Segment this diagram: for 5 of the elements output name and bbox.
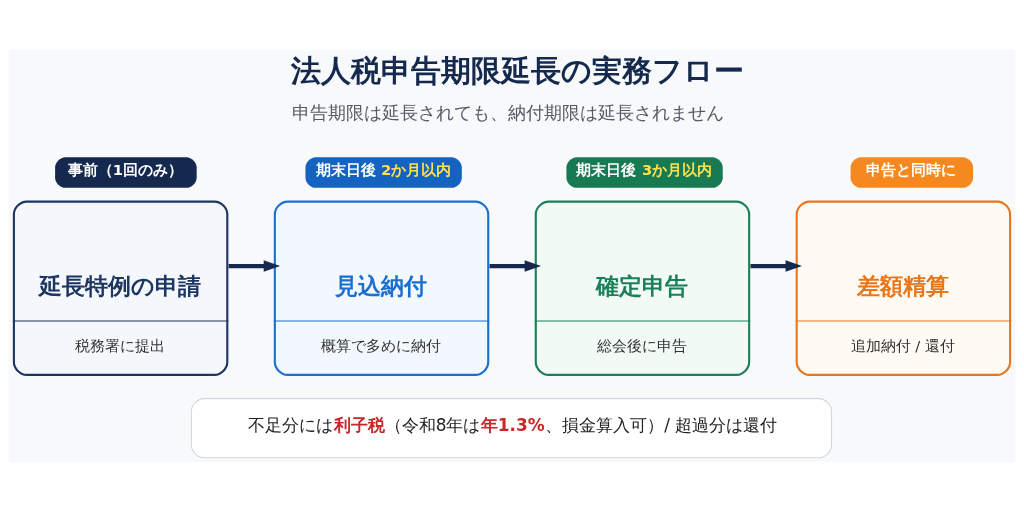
arrow [750, 260, 802, 272]
diagram-title: 法人税申告期限延長の実務フロー [290, 54, 744, 89]
label: 申告期限は延長されても、納付期限は延長されません [292, 101, 725, 123]
arrow [489, 260, 542, 272]
arrow [228, 260, 281, 272]
